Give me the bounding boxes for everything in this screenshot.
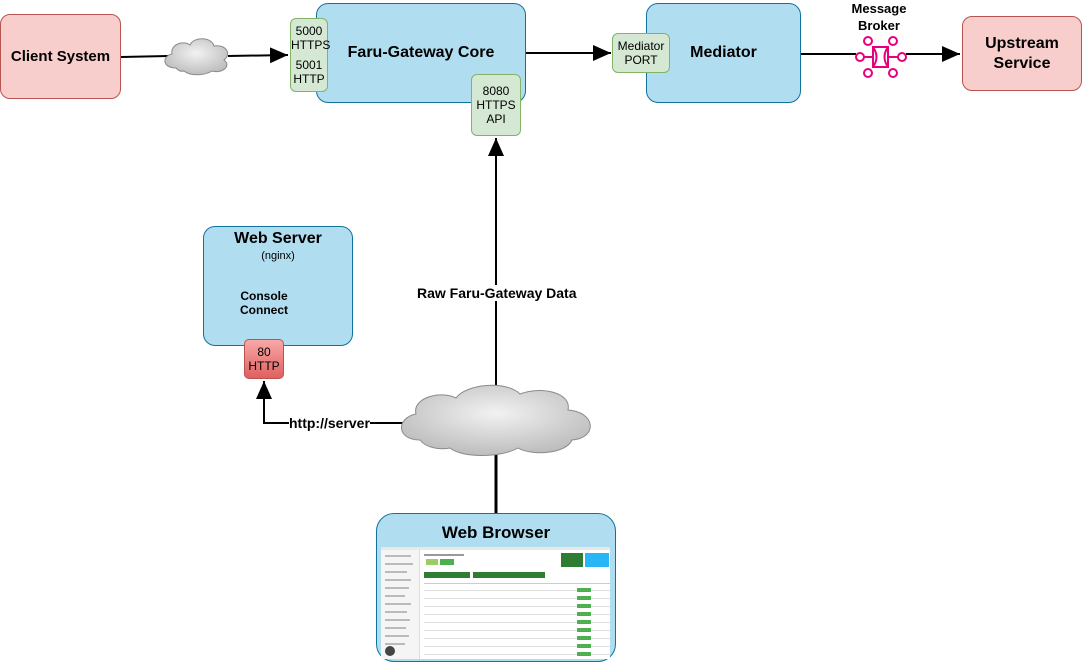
raw-data-edge-label: Raw Faru-Gateway Data — [417, 285, 577, 301]
client-system-node[interactable]: Client System — [0, 14, 121, 99]
port-5001-http: 5001 HTTP — [293, 58, 325, 86]
web-server-title: Web Server — [234, 230, 322, 247]
web-browser-label: Web Browser — [441, 523, 551, 542]
cloud-small — [164, 38, 229, 76]
edge-cloud-core — [227, 47, 289, 64]
mediator-label: Mediator — [690, 44, 757, 61]
port-8080-label: 8080 HTTPS API — [476, 84, 516, 126]
port-8080-api[interactable]: 8080 HTTPS API — [471, 74, 521, 136]
upstream-service-node[interactable]: Upstream Service — [962, 16, 1082, 91]
browser-screenshot-thumbnail — [381, 547, 610, 659]
port-80-http[interactable]: 80 HTTP — [244, 339, 284, 379]
message-broker-icon — [855, 36, 907, 78]
client-system-label: Client System — [10, 48, 111, 65]
http-server-edge-label: http://server — [289, 415, 370, 431]
upstream-service-label: Upstream Service — [985, 34, 1059, 72]
gateway-core-label: Faru-Gateway Core — [347, 44, 495, 61]
message-broker-label: Message Broker — [851, 1, 907, 33]
web-server-subtitle: (nginx) — [261, 250, 295, 262]
mediator-port-label: Mediator PORT — [617, 39, 665, 67]
port-80-label: 80 HTTP — [248, 345, 280, 373]
edge-client-cloud — [120, 55, 169, 58]
web-server-node[interactable]: Web Server (nginx) — [203, 226, 353, 346]
mediator-node[interactable]: Mediator — [646, 3, 801, 103]
mediator-port[interactable]: Mediator PORT — [612, 33, 670, 73]
port-5000-https: 5000 HTTPS — [291, 24, 331, 52]
console-connect-label: Console Connect — [240, 289, 288, 317]
cloud-large — [401, 384, 591, 456]
core-ingress-ports[interactable]: 5000 HTTPS 5001 HTTP — [290, 18, 331, 92]
